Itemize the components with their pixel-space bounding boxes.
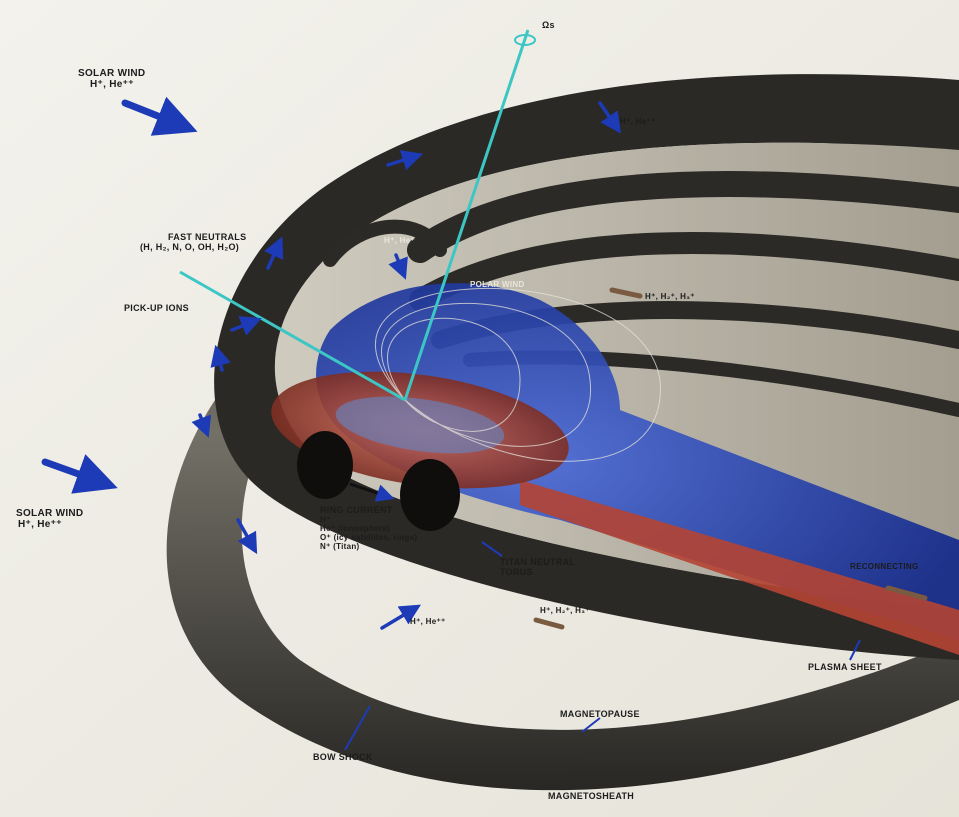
- flow-arrow: [386, 150, 424, 171]
- axis-label: Ωs: [542, 20, 555, 30]
- leader-line: [849, 639, 861, 661]
- flow-arrow: [598, 101, 621, 134]
- ion-arrow: [885, 585, 928, 601]
- flow-arrow: [388, 253, 408, 280]
- flow-arrow: [380, 604, 422, 630]
- ring-current-hole: [335, 396, 505, 454]
- lower-ions-label: H⁺, He⁺⁺: [410, 617, 446, 626]
- flow-arrow: [236, 518, 258, 555]
- magnetosheath-label: MAGNETOSHEATH: [548, 791, 635, 801]
- label-line: H⁺: [320, 515, 331, 524]
- flow-arrows: [191, 101, 621, 630]
- leader-lines: [344, 541, 861, 751]
- polar-ions-label: H⁺, He⁺: [384, 236, 415, 245]
- flow-arrow: [210, 344, 231, 372]
- label-line: SOLAR WIND: [16, 508, 84, 519]
- label-line: SOLAR WIND: [78, 68, 146, 79]
- leader-line: [581, 717, 601, 733]
- pick-up-ions-label: PICK-UP IONS: [124, 303, 189, 313]
- polar-wind-label: POLAR WIND: [470, 280, 525, 289]
- field-tube: [323, 219, 447, 267]
- far-right-label: RECONNECTING: [850, 562, 919, 571]
- leader-line: [481, 541, 503, 557]
- magnetopause-label: MAGNETOPAUSE: [560, 709, 640, 719]
- upper-flow-ions-label: H⁺, He⁺⁺: [620, 117, 656, 126]
- flow-arrow: [191, 413, 212, 438]
- leader-line: [344, 705, 371, 751]
- dipole-line: [387, 317, 521, 432]
- lower-mid-ions-label: H⁺, H₂⁺, H₃⁺: [540, 606, 590, 615]
- rotation-axis: [403, 29, 530, 401]
- label-line: H⁺, He⁺⁺: [90, 79, 134, 90]
- flow-arrow: [230, 316, 262, 336]
- solar-wind-arrow: [41, 454, 118, 494]
- ion-flow-arrows: [533, 287, 928, 630]
- label-line: FAST NEUTRALS: [168, 232, 247, 242]
- label-line: TITAN NEUTRAL: [500, 557, 576, 567]
- bow-shock-label: BOW SHOCK: [313, 752, 373, 762]
- ion-arrow: [609, 287, 643, 299]
- label-line: RING CURRENT: [320, 505, 393, 515]
- plasma-sheet-red: [520, 480, 959, 655]
- fast-neutrals-label: FAST NEUTRALS (H, H₂, N, O, OH, H₂O): [140, 232, 246, 252]
- solar-wind-top-label: SOLAR WIND H⁺, He⁺⁺: [78, 68, 145, 90]
- solar-wind-arrow: [121, 96, 198, 136]
- magnetopause-shell: [214, 74, 959, 660]
- pick-up-ion-line: [179, 270, 406, 402]
- flow-arrow: [264, 236, 284, 270]
- ring-current-arrow: [349, 482, 395, 502]
- label-line: TORUS: [500, 567, 533, 577]
- field-tube: [409, 232, 959, 311]
- plasma-sheet-label: PLASMA SHEET: [808, 662, 882, 672]
- label-line: N⁺ (Titan): [320, 542, 360, 551]
- rotation-arrow: [514, 34, 536, 46]
- label-line: O⁺ (icy satellites, rings): [320, 533, 418, 542]
- ion-arrow: [533, 617, 565, 630]
- tube-opening: [400, 459, 460, 531]
- tail-ions-label: H⁺, H₂⁺, H₃⁺: [645, 292, 695, 301]
- dipole-line: [374, 287, 661, 462]
- dipole-field-lines: [374, 287, 661, 462]
- label-line: He⁺ (ionosphere): [320, 524, 390, 533]
- field-tube: [407, 171, 959, 263]
- plasma-sheet-blue: [316, 283, 959, 640]
- titan-torus-label: TITAN NEUTRAL TORUS: [500, 557, 575, 577]
- tube-opening: [297, 431, 353, 499]
- ring-current-label: RING CURRENT H⁺ He⁺ (ionosphere) O⁺ (icy…: [320, 505, 418, 552]
- label-line: H⁺, He⁺⁺: [18, 519, 62, 530]
- dipole-line: [381, 302, 591, 447]
- solar-wind-left-label: SOLAR WIND H⁺, He⁺⁺: [16, 508, 83, 530]
- solar-wind-arrows: [41, 96, 198, 494]
- label-line: (H, H₂, N, O, OH, H₂O): [140, 242, 240, 252]
